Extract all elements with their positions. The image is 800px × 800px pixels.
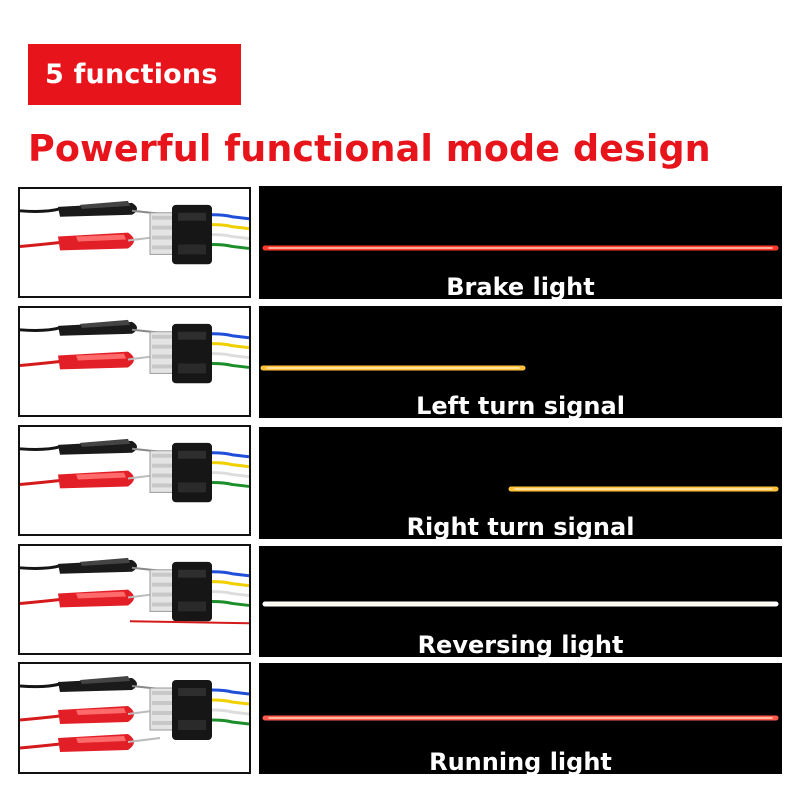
alligator-clip-red-icon <box>20 589 161 608</box>
wiring-diagram <box>20 557 249 625</box>
wiring-photo-1 <box>18 187 251 298</box>
alligator-clip-black-icon <box>20 557 171 574</box>
wire-connector-icon <box>149 561 249 622</box>
page-title: Powerful functional mode design <box>28 127 711 170</box>
light-mode-label: Reversing light <box>417 631 624 657</box>
functions-badge: 5 functions <box>28 44 241 105</box>
light-mode-label: Brake light <box>446 273 595 299</box>
alligator-clip-red-icon <box>20 706 161 724</box>
wire-connector-icon <box>149 442 249 503</box>
wiring-diagram <box>20 438 249 503</box>
light-strip-panel-2: Left turn signal <box>259 306 782 418</box>
alligator-clip-red-icon <box>20 351 161 370</box>
wiring-diagram <box>20 200 249 265</box>
wiring-photo-2 <box>18 306 251 417</box>
light-strip-panel-1: Brake light <box>259 186 782 299</box>
alligator-clip-black-icon <box>20 438 171 455</box>
light-mode-label: Right turn signal <box>406 513 635 539</box>
alligator-clip-black-icon <box>20 676 171 692</box>
wiring-photo-4 <box>18 544 251 655</box>
light-mode-label: Running light <box>429 748 612 774</box>
alligator-clip-red-icon <box>20 734 161 752</box>
light-strip-panel-4: Reversing light <box>259 546 782 657</box>
light-strip-panel-5: Running light <box>259 663 782 774</box>
wiring-photo-3 <box>18 425 251 536</box>
wire-connector-icon <box>149 680 249 740</box>
wiring-diagram <box>20 676 249 752</box>
alligator-clip-black-icon <box>20 200 171 217</box>
wiring-photo-5 <box>18 662 251 774</box>
functions-badge-text: 5 functions <box>45 59 218 90</box>
wire-connector-icon <box>149 204 249 265</box>
wiring-diagram <box>20 319 249 384</box>
light-strip-panel-3: Right turn signal <box>259 427 782 539</box>
alligator-clip-red-icon <box>20 232 161 251</box>
alligator-clip-red-icon <box>20 470 161 489</box>
light-mode-label: Left turn signal <box>416 392 625 418</box>
alligator-clip-black-icon <box>20 319 171 336</box>
wire-connector-icon <box>149 323 249 384</box>
